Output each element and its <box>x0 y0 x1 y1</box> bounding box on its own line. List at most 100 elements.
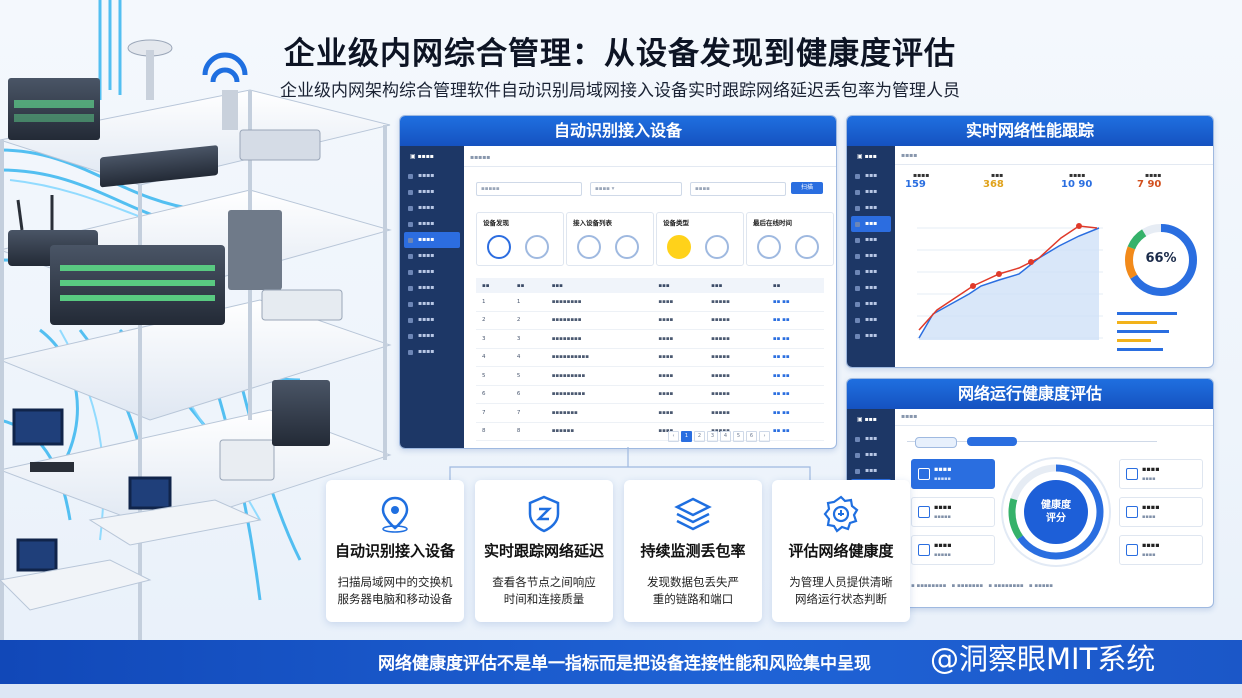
bottom-strip <box>0 684 1242 698</box>
summary-card: 设备发现 <box>476 212 564 266</box>
feature-desc-line: 重的链路和端口 <box>652 592 734 606</box>
feature-card-latency: 实时跟踪网络延迟 查看各节点之间响应 时间和连接质量 <box>475 480 613 622</box>
page-prev-button[interactable]: ‹ <box>668 431 679 442</box>
sidebar-item[interactable]: ▪▪▪▪ <box>404 184 460 200</box>
sidebar-item[interactable]: ▪▪▪▪ <box>404 216 460 232</box>
watermark: @洞察眼MIT系统 <box>930 642 1156 676</box>
sidebar-item[interactable]: ▪▪▪ <box>851 463 891 479</box>
progress-ring-icon <box>487 235 511 259</box>
feature-desc-line: 网络运行状态判断 <box>795 592 887 606</box>
kpi-label: ▪▪▪▪ <box>1069 172 1086 179</box>
sidebar-item[interactable]: ▪▪▪▪ <box>404 168 460 184</box>
kpi-label: ▪▪▪ <box>991 172 1004 179</box>
sidebar-item[interactable]: ▪▪▪▪ <box>404 280 460 296</box>
feature-desc: 扫描局域网中的交换机 服务器电脑和移动设备 <box>334 574 456 608</box>
discovery-sidebar: ▣ ▪▪▪▪ ▪▪▪▪ ▪▪▪▪ ▪▪▪▪ ▪▪▪▪ ▪▪▪▪ ▪▪▪▪ ▪▪▪… <box>400 146 464 448</box>
keyword-input[interactable]: ▪▪▪▪ <box>690 182 786 196</box>
health-item-card[interactable]: ▪▪▪▪▪▪▪▪ <box>1119 497 1203 527</box>
sidebar-item[interactable]: ▪▪▪▪ <box>404 328 460 344</box>
table-header: ▪▪▪▪▪▪▪▪▪▪▪▪▪▪▪ <box>476 278 824 293</box>
discovery-topbar: ▪▪▪▪▪ <box>464 150 836 167</box>
feature-desc-line: 扫描局域网中的交换机 <box>337 575 453 589</box>
kpi-label: ▪▪▪▪ <box>913 172 930 179</box>
page-next-button[interactable]: › <box>759 431 770 442</box>
gauge-value: 66% <box>1145 251 1177 266</box>
health-score-label: 健康度 评分 <box>999 499 1113 525</box>
page-button[interactable]: 1 <box>681 431 692 442</box>
health-score-label-2: 评分 <box>1046 513 1066 524</box>
sidebar-item[interactable]: ▪▪▪▪ <box>404 264 460 280</box>
layers-icon <box>674 497 712 531</box>
sidebar-item[interactable]: ▪▪▪ <box>851 232 891 248</box>
device-discovery-title: 自动识别接入设备 <box>400 116 836 146</box>
device-icon <box>795 235 819 259</box>
sidebar-logo: ▣ ▪▪▪ <box>857 153 877 160</box>
kpi-value: 368 <box>983 179 1004 190</box>
sidebar-item[interactable]: ▪▪▪ <box>851 328 891 344</box>
sidebar-item[interactable]: ▪▪▪ <box>851 431 891 447</box>
sidebar-item[interactable]: ▪▪▪ <box>851 280 891 296</box>
feature-card-health: 评估网络健康度 为管理人员提供清晰 网络运行状态判断 <box>772 480 910 622</box>
sidebar-item-active[interactable]: ▪▪▪▪ <box>404 232 460 248</box>
kpi-value: 159 <box>905 179 926 190</box>
scan-button[interactable]: 扫描 <box>791 182 823 194</box>
health-item-card[interactable]: ▪▪▪▪▪▪▪▪▪ <box>911 497 995 527</box>
page-button[interactable]: 5 <box>733 431 744 442</box>
sidebar-item[interactable]: ▪▪▪▪ <box>404 344 460 360</box>
kpi-card: ▪▪▪▪ 10 90 <box>1061 172 1123 206</box>
feature-desc-line: 时间和连接质量 <box>503 592 585 606</box>
sidebar-item[interactable]: ▪▪▪▪ <box>404 200 460 216</box>
feature-card-packet-loss: 持续监测丢包率 发现数据包丢失严 重的链路和端口 <box>624 480 762 622</box>
sidebar-item[interactable]: ▪▪▪▪ <box>404 312 460 328</box>
kpi-card: ▪▪▪▪ 159 <box>905 172 967 206</box>
health-item-card[interactable]: ▪▪▪▪▪▪▪▪ <box>1119 535 1203 565</box>
page-button[interactable]: 3 <box>707 431 718 442</box>
health-item-card[interactable]: ▪▪▪▪▪▪▪▪ <box>1119 459 1203 489</box>
performance-panel: 实时网络性能跟踪 ▣ ▪▪▪ ▪▪▪ ▪▪▪ ▪▪▪ ▪▪▪ ▪▪▪ ▪▪▪ ▪… <box>846 115 1214 368</box>
search-input[interactable]: ▪▪▪▪▪ <box>476 182 582 196</box>
page-title: 企业级内网综合管理：从设备发现到健康度评估 <box>284 36 956 72</box>
sidebar-item-active[interactable]: ▪▪▪ <box>851 216 891 232</box>
sidebar-item[interactable]: ▪▪▪ <box>851 312 891 328</box>
feature-desc-line: 服务器电脑和移动设备 <box>337 592 453 606</box>
page-button[interactable]: 2 <box>694 431 705 442</box>
sidebar-item[interactable]: ▪▪▪ <box>851 168 891 184</box>
health-item-card[interactable]: ▪▪▪▪▪▪▪▪▪ <box>911 459 995 489</box>
shield-icon <box>528 495 560 533</box>
sidebar-item[interactable]: ▪▪▪ <box>851 296 891 312</box>
health-footer-notes: ▪ ▪▪▪▪▪▪▪▪ ▪ ▪▪▪▪▪▪▪ ▪ ▪▪▪▪▪▪▪▪ ▪ ▪▪▪▪▪ <box>911 583 1054 589</box>
footer-text: 网络健康度评估不是单一指标而是把设备连接性能和风险集中呈现 <box>378 654 871 674</box>
health-item-card[interactable]: ▪▪▪▪▪▪▪▪▪ <box>911 535 995 565</box>
summary-card-title: 接入设备列表 <box>573 219 612 227</box>
sidebar-item[interactable]: ▪▪▪ <box>851 264 891 280</box>
page-button[interactable]: 6 <box>746 431 757 442</box>
sidebar-item[interactable]: ▪▪▪▪ <box>404 248 460 264</box>
summary-card: 最后在线时间 <box>746 212 834 266</box>
summary-card: 接入设备列表 <box>566 212 654 266</box>
device-icon <box>705 235 729 259</box>
health-title: 网络运行健康度评估 <box>847 379 1213 409</box>
sidebar-item[interactable]: ▪▪▪ <box>851 184 891 200</box>
sidebar-item[interactable]: ▪▪▪ <box>851 447 891 463</box>
sidebar-item[interactable]: ▪▪▪ <box>851 200 891 216</box>
page-button[interactable]: 4 <box>720 431 731 442</box>
sidebar-item[interactable]: ▪▪▪▪ <box>404 296 460 312</box>
filter-select[interactable]: ▪▪▪▪ ▾ <box>590 182 682 196</box>
kpi-value: 7 90 <box>1137 179 1162 190</box>
warning-icon <box>667 235 691 259</box>
kpi-card: ▪▪▪ 368 <box>983 172 1045 206</box>
network-rack-illustration <box>0 0 400 640</box>
sidebar-item[interactable]: ▪▪▪ <box>851 248 891 264</box>
page-subtitle: 企业级内网架构综合管理软件自动识别局域网接入设备实时跟踪网络延迟丢包率为管理人员 <box>280 81 960 101</box>
connector-lines <box>449 447 811 481</box>
clock-icon <box>757 235 781 259</box>
